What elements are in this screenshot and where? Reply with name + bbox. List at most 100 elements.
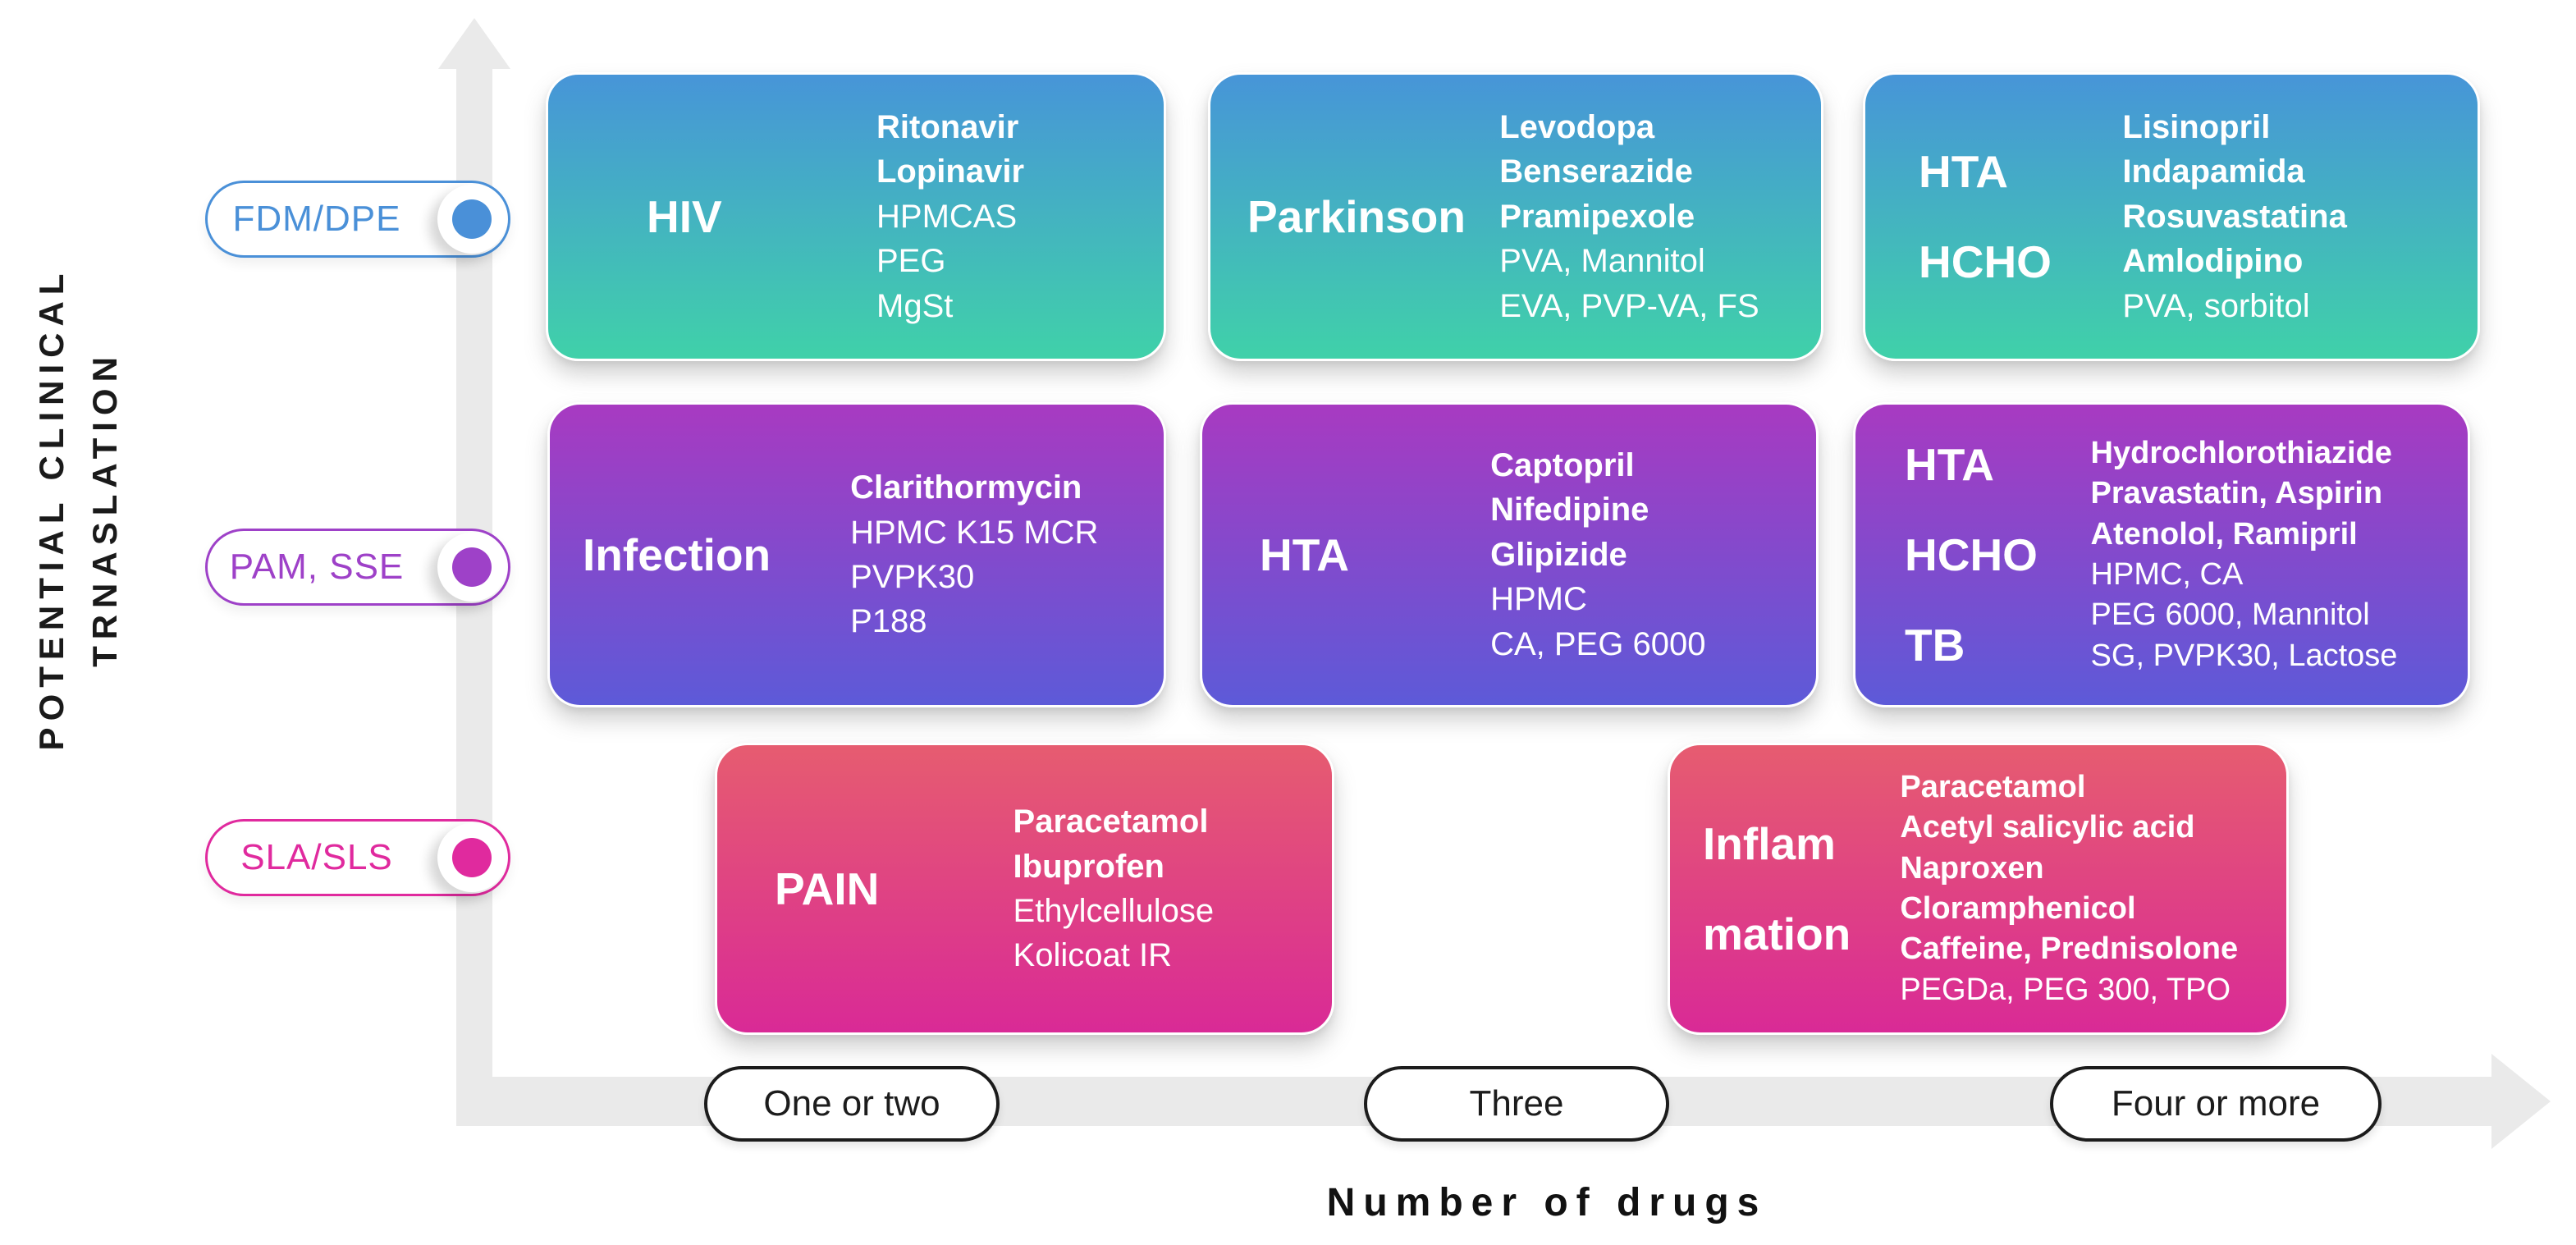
card-title-line: HCHO	[1919, 236, 2052, 287]
card-title: HTA	[1202, 405, 1485, 705]
x-tick-four-or-more: Four or more	[2050, 1066, 2382, 1142]
card-title: Parkinson	[1210, 75, 1491, 359]
card-drug-list: Paracetamol Ibuprofen Ethylcellulose Kol…	[1000, 745, 1332, 1032]
card-title: PAIN	[717, 745, 1000, 1032]
card-drug-list: Levodopa Benserazide Pramipexole PVA, Ma…	[1491, 75, 1821, 359]
x-tick-three: Three	[1364, 1066, 1669, 1142]
drug-list-item: Pramipexole	[1499, 198, 1695, 235]
card-drug-list: Hydrochlorothiazide Pravastatin, Aspirin…	[2076, 405, 2468, 705]
x-tick-label: Three	[1469, 1083, 1564, 1124]
drug-list-item: Lopinavir	[876, 153, 1025, 190]
y-tick-label: PAM, SSE	[229, 547, 405, 587]
drug-list-item: Nifedipine	[1490, 492, 1649, 529]
card-infection: Infection Clarithormycin HPMC K15 MCR PV…	[547, 402, 1166, 707]
drug-list-item: Paracetamol	[1013, 803, 1209, 840]
card-hta-hcho-tb: HTA HCHO TB Hydrochlorothiazide Pravasta…	[1853, 402, 2470, 707]
drug-list-item: Paracetamol	[1900, 769, 2086, 804]
drug-list-item: Hydrochlorothiazide	[2090, 435, 2392, 470]
y-tick-label: FDM/DPE	[232, 199, 401, 239]
card-title-line: Inflam	[1703, 818, 1836, 869]
card-title: Infection	[550, 405, 832, 705]
drug-list-item: Indapamida	[2122, 153, 2305, 190]
drug-list-item: P188	[850, 603, 927, 640]
card-title-line: PAIN	[775, 863, 880, 914]
drug-list-item: Captopril	[1490, 447, 1635, 484]
axis-title-x: Number of drugs	[1326, 1181, 1768, 1224]
card-title-line: HIV	[647, 191, 722, 242]
x-tick-label: One or two	[763, 1083, 940, 1124]
drug-list-item: HPMC, CA	[2090, 557, 2244, 592]
x-tick-label: Four or more	[2111, 1083, 2321, 1124]
pill-marker-circle	[437, 533, 506, 602]
drug-list-item: Ethylcellulose	[1013, 893, 1215, 929]
card-title: HTA HCHO TB	[1855, 405, 2076, 705]
axis-title-y-line1: POTENTIAL CLINICAL	[31, 267, 71, 751]
drug-list-item: Kolicoat IR	[1013, 937, 1172, 974]
card-title: HTA HCHO	[1865, 75, 2110, 359]
card-drug-list: Captopril Nifedipine Glipizide HPMC CA, …	[1485, 405, 1816, 705]
drug-list-item: PVA, sorbitol	[2122, 287, 2310, 324]
drug-list-item: Glipizide	[1490, 536, 1627, 573]
card-drug-list: Lisinopril Indapamida Rosuvastatina Amlo…	[2110, 75, 2478, 359]
y-tick-sla-sls: SLA/SLS	[205, 819, 510, 896]
x-tick-one-or-two: One or two	[704, 1066, 1000, 1142]
drug-list-item: Ritonavir	[876, 109, 1019, 146]
drug-list-item: Pravastatin, Aspirin	[2090, 476, 2383, 511]
drug-list-item: PVPK30	[850, 559, 975, 595]
card-title-line: HCHO	[1905, 529, 2038, 580]
axis-title-y: POTENTIAL CLINICAL TRNASLATION	[25, 268, 131, 751]
drug-list-item: SG, PVPK30, Lactose	[2090, 638, 2398, 673]
drug-list-item: Levodopa	[1499, 109, 1655, 146]
pill-marker-dot-icon	[452, 199, 492, 239]
card-pain: PAIN Paracetamol Ibuprofen Ethylcellulos…	[715, 743, 1334, 1035]
pill-marker-dot-icon	[452, 547, 492, 587]
y-tick-label: SLA/SLS	[240, 837, 393, 877]
drug-list-item: PEGDa, PEG 300, TPO	[1900, 972, 2231, 1007]
drug-list-item: PEG 6000, Mannitol	[2090, 597, 2370, 633]
card-title: Inflam mation	[1670, 745, 1892, 1032]
drug-list-item: PVA, Mannitol	[1499, 243, 1705, 280]
drug-list-item: Caffeine, Prednisolone	[1900, 931, 2239, 967]
card-drug-list: Clarithormycin HPMC K15 MCR PVPK30 P188	[832, 405, 1164, 705]
pill-marker-dot-icon	[452, 838, 492, 877]
card-title-line: HTA	[1260, 529, 1349, 580]
card-hta-hcho: HTA HCHO Lisinopril Indapamida Rosuvasta…	[1863, 72, 2480, 361]
drug-list-item: HPMC K15 MCR	[850, 514, 1099, 551]
card-drug-list: Ritonavir Lopinavir HPMCAS PEG MgSt	[831, 75, 1164, 359]
drug-list-item: HPMCAS	[876, 198, 1018, 235]
y-axis-arrowhead-icon	[438, 18, 510, 69]
y-tick-pam-sse: PAM, SSE	[205, 529, 510, 606]
pill-marker-circle	[437, 185, 506, 254]
card-title-line: Infection	[583, 529, 771, 580]
drug-list-item: CA, PEG 6000	[1490, 625, 1706, 662]
card-drug-list: Paracetamol Acetyl salicylic acid Naprox…	[1892, 745, 2286, 1032]
drug-list-item: MgSt	[876, 287, 954, 324]
axis-title-y-line2: TRNASLATION	[85, 350, 124, 667]
drug-list-item: Amlodipino	[2122, 243, 2304, 280]
card-title-line: Parkinson	[1247, 191, 1466, 242]
drug-list-item: EVA, PVP-VA, FS	[1499, 287, 1759, 324]
card-hta: HTA Captopril Nifedipine Glipizide HPMC …	[1200, 402, 1819, 707]
y-tick-fdm-dpe: FDM/DPE	[205, 181, 510, 258]
card-inflammation: Inflam mation Paracetamol Acetyl salicyl…	[1668, 743, 2289, 1035]
drug-list-item: Ibuprofen	[1013, 848, 1164, 885]
card-parkinson: Parkinson Levodopa Benserazide Pramipexo…	[1208, 72, 1823, 361]
drug-list-item: Atenolol, Ramipril	[2090, 516, 2358, 552]
x-axis-arrowhead-icon	[2491, 1054, 2551, 1149]
drug-list-item: PEG	[876, 243, 946, 280]
card-title: HIV	[548, 75, 831, 359]
drug-list-item: Benserazide	[1499, 153, 1693, 190]
card-title-line: HTA	[1905, 439, 1994, 490]
drug-list-item: Cloramphenicol	[1900, 891, 2136, 926]
card-title-line: TB	[1905, 620, 1965, 671]
drug-list-item: HPMC	[1490, 581, 1587, 618]
drug-list-item: Lisinopril	[2122, 109, 2271, 146]
drug-list-item: Clarithormycin	[850, 469, 1082, 506]
drug-list-item: Rosuvastatina	[2122, 198, 2347, 235]
drug-list-item: Naproxen	[1900, 850, 2044, 886]
card-hiv: HIV Ritonavir Lopinavir HPMCAS PEG MgSt	[546, 72, 1166, 361]
drug-list-item: Acetyl salicylic acid	[1900, 810, 2195, 845]
pill-marker-circle	[437, 823, 506, 892]
card-title-line: mation	[1703, 909, 1851, 959]
